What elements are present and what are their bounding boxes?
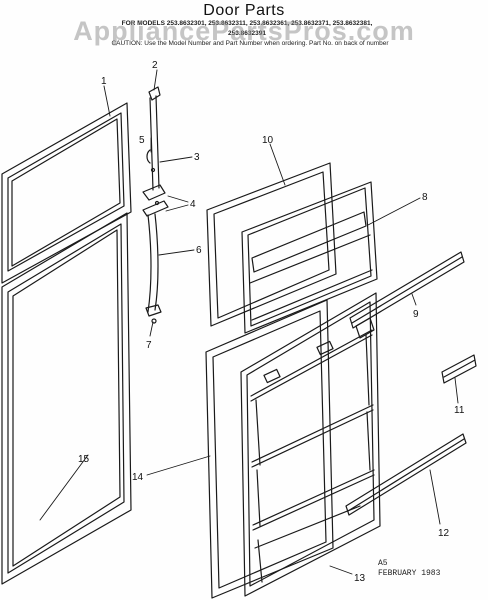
callout-4: 4	[190, 199, 196, 210]
models-line-2: 253.8632391	[228, 30, 266, 37]
callout-10: 10	[262, 135, 274, 146]
callout-14: 14	[132, 472, 144, 483]
callout-1: 1	[101, 76, 107, 87]
page-title: Door Parts	[203, 2, 285, 19]
fresh-food-door-gasket	[1, 212, 132, 585]
callout-13: 13	[354, 573, 366, 584]
watermark-logo: AppliancePartsPros.com	[73, 16, 415, 46]
freezer-shelf-rail	[349, 251, 465, 339]
callout-11: 11	[454, 405, 465, 416]
freezer-door-liner	[241, 181, 378, 334]
callout-15: 15	[78, 454, 90, 465]
callout-7: 7	[146, 340, 152, 351]
callout-9: 9	[413, 309, 419, 320]
date-code: A5	[378, 559, 388, 568]
callout-3: 3	[194, 152, 200, 163]
models-line: FOR MODELS 253.8632301, 253.8632311, 253…	[121, 20, 373, 27]
caution-line: CAUTION: Use the Model Number and Part N…	[111, 40, 389, 47]
freezer-door-outer	[206, 162, 337, 327]
fresh-food-shelf-rail	[345, 433, 467, 516]
callout-12: 12	[438, 528, 450, 539]
callout-5: 5	[139, 135, 145, 146]
center-hinge-assembly	[145, 213, 162, 324]
callout-8: 8	[422, 192, 428, 203]
date-text: FEBRUARY 1983	[378, 569, 441, 578]
freezer-door-gasket	[1, 102, 132, 284]
callout-labels: 1 2 3 4 5 6 7 8 9 10 11 12 13 14 15	[78, 60, 465, 584]
leader-lines	[39, 69, 459, 575]
callout-6: 6	[196, 245, 202, 256]
callout-2: 2	[152, 60, 158, 71]
fresh-food-door-outer	[205, 299, 334, 599]
shelf-end-cap	[441, 354, 477, 384]
top-hinge-assembly	[142, 86, 169, 217]
fresh-food-door-liner	[240, 292, 381, 597]
